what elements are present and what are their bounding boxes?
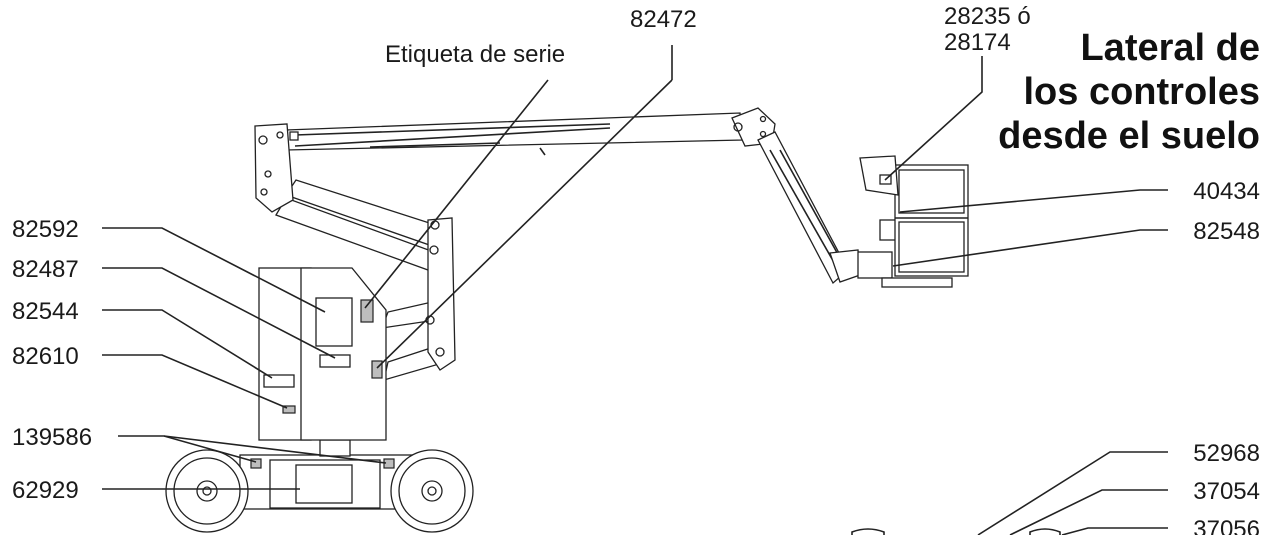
- leader-28235: [884, 56, 983, 181]
- lower-boom: [275, 179, 456, 381]
- label-28174: 28174: [944, 29, 1011, 56]
- label-40434: 40434: [1193, 178, 1260, 205]
- label-37054: 37054: [1193, 478, 1260, 505]
- platform: [857, 155, 969, 288]
- bottom-partial-1: [851, 528, 885, 535]
- title-line-1: Lateral de: [1080, 27, 1260, 69]
- wheel-left: [165, 449, 249, 533]
- decal-82487: [319, 354, 351, 368]
- platform-basket: [894, 164, 969, 277]
- wheel-right: [390, 449, 474, 533]
- decal-62929: [295, 464, 353, 504]
- label-28235: 28235 ó: [944, 3, 1031, 30]
- leader-37054: [1009, 489, 1168, 535]
- decal-serial-label: [360, 299, 374, 323]
- boom-tube: [285, 112, 744, 151]
- label-82487: 82487: [12, 256, 79, 283]
- decal-82544: [263, 374, 295, 388]
- jib: [731, 107, 861, 285]
- decal-82610: [282, 405, 296, 414]
- leader-82472: [376, 79, 673, 369]
- label-82592: 82592: [12, 216, 79, 243]
- leader-82610: [102, 354, 288, 409]
- label-82610: 82610: [12, 343, 79, 370]
- bottom-partial-2: [1029, 528, 1061, 535]
- boom-pivot-plate: [254, 123, 294, 213]
- label-82548: 82548: [1193, 218, 1260, 245]
- leader-82544: [102, 309, 273, 379]
- machine-drawing: [165, 107, 1061, 535]
- leader-82487: [102, 267, 336, 359]
- riser-post: [427, 217, 456, 371]
- leader-82548: [892, 229, 1168, 267]
- control-box: [859, 155, 899, 196]
- decal-82472: [371, 360, 383, 379]
- platform-rotator: [857, 251, 893, 279]
- turntable-front-cover: [300, 267, 387, 441]
- title-line-3: desde el suelo: [998, 115, 1260, 157]
- label-62929: 62929: [12, 477, 79, 504]
- label-etiqueta-de-serie: Etiqueta de serie: [385, 41, 565, 68]
- leader-52968: [977, 451, 1168, 535]
- chassis: [165, 439, 474, 533]
- title-line-2: los controles: [1024, 71, 1261, 113]
- label-139586: 139586: [12, 424, 92, 451]
- label-82544: 82544: [12, 298, 79, 325]
- decal-82592: [315, 297, 353, 347]
- part-labels: Etiqueta de serie 82472 28235 ó 28174 82…: [12, 3, 1260, 535]
- leader-serial: [364, 79, 549, 309]
- label-82472: 82472: [630, 6, 697, 33]
- turntable-base: [319, 439, 351, 457]
- label-37056: 37056: [1193, 516, 1260, 535]
- turntable: [258, 267, 387, 441]
- leader-lines: [102, 45, 1168, 535]
- leader-82592: [102, 227, 326, 313]
- label-52968: 52968: [1193, 440, 1260, 467]
- leader-139586-right: [163, 435, 387, 464]
- diagram-title: Lateral de los controles desde el suelo: [998, 27, 1260, 157]
- leader-40434: [899, 189, 1168, 213]
- leader-37056: [1061, 527, 1168, 535]
- decal-139586-left: [250, 458, 262, 469]
